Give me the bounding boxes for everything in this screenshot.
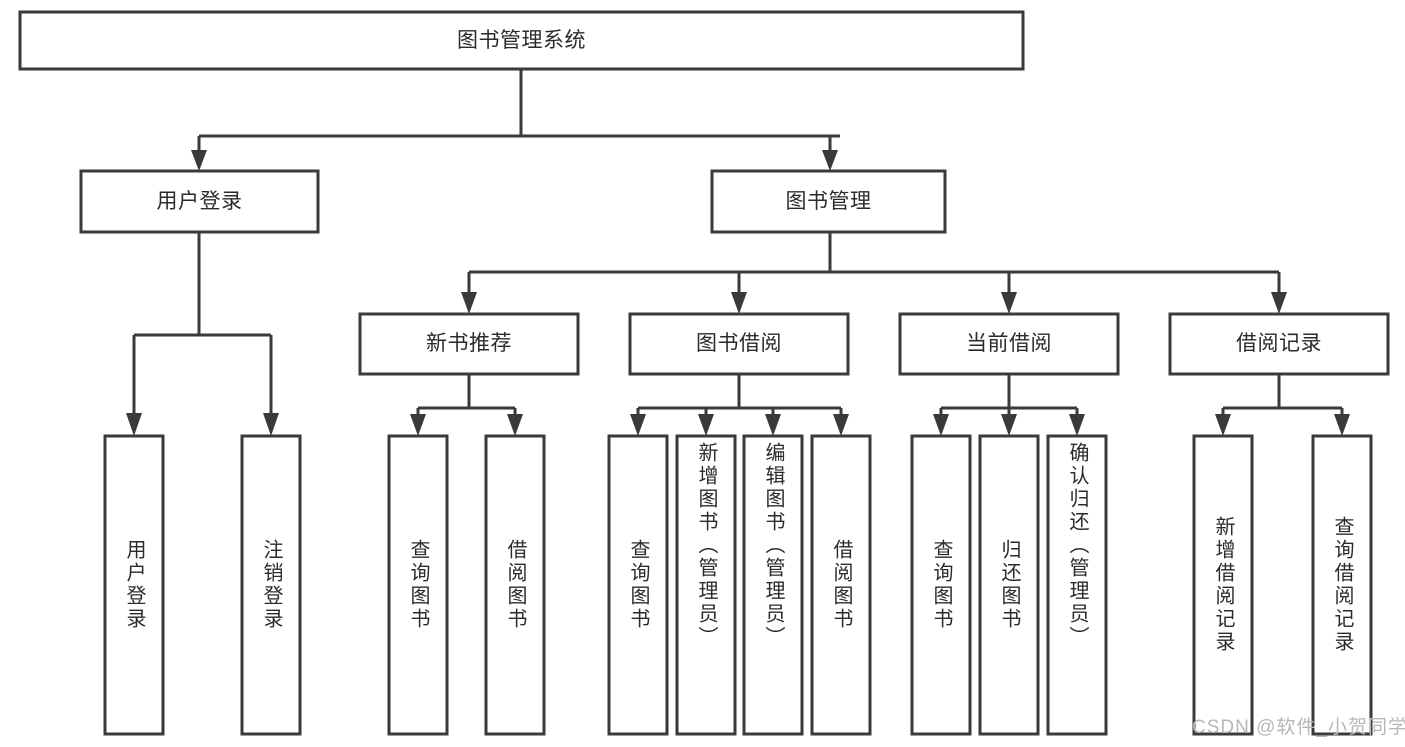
node-box-leaf-query-book-1[interactable] (387, 434, 449, 736)
node-box-book-management[interactable] (710, 169, 947, 234)
connector-root-trunk (197, 69, 840, 152)
arrow-to-borrow-record (1271, 292, 1287, 314)
node-box-new-book-recommend[interactable] (358, 312, 580, 376)
arrow-to-leaf-query-book-1 (410, 414, 426, 436)
connector-current-borrow-branch (939, 374, 1079, 416)
node-box-leaf-borrow-book-2[interactable] (810, 434, 872, 736)
node-box-leaf-query-book-2[interactable] (607, 434, 669, 736)
node-box-leaf-borrow-book-1[interactable] (484, 434, 546, 736)
connector-borrow-record-branch (1221, 374, 1344, 416)
arrow-to-new-book-recommend (461, 292, 477, 314)
arrow-to-leaf-user-login (126, 413, 142, 436)
node-box-leaf-user-login[interactable] (103, 434, 165, 736)
arrow-to-leaf-add-record (1215, 414, 1231, 436)
arrow-to-current-borrow (1001, 292, 1017, 314)
node-box-current-borrow[interactable] (898, 312, 1120, 376)
node-box-root[interactable] (18, 10, 1025, 71)
arrow-to-leaf-confirm-return (1069, 414, 1085, 436)
node-box-user-login[interactable] (79, 169, 320, 234)
arrow-to-leaf-query-record (1334, 414, 1350, 436)
arrow-to-leaf-logout (263, 413, 279, 436)
arrow-to-book-borrow (731, 292, 747, 314)
node-box-leaf-query-record[interactable] (1311, 434, 1373, 736)
arrow-to-leaf-edit-book (765, 414, 781, 436)
arrow-to-book-management (822, 150, 838, 171)
arrow-to-leaf-query-book-2 (630, 414, 646, 436)
connector-user-login-branch (132, 232, 273, 415)
node-box-leaf-add-book[interactable] (675, 434, 737, 736)
arrow-to-leaf-return-book (1001, 414, 1017, 436)
connector-book-management-branch (467, 232, 1281, 294)
node-box-borrow-record[interactable] (1168, 312, 1390, 376)
node-box-leaf-logout[interactable] (240, 434, 302, 736)
connector-book-borrow-branch (636, 374, 843, 416)
arrow-to-leaf-add-book (698, 414, 714, 436)
csdn-watermark: CSDN @软件_小贺同学 (1192, 717, 1405, 738)
arrow-to-user-login (191, 150, 207, 171)
node-box-leaf-query-book-3[interactable] (910, 434, 972, 736)
arrow-to-leaf-query-book-3 (933, 414, 949, 436)
node-box-leaf-return-book[interactable] (978, 434, 1040, 736)
connector-new-book-recommend-branch (416, 374, 517, 416)
node-box-leaf-confirm-return[interactable] (1046, 434, 1108, 736)
arrow-to-leaf-borrow-book-2 (833, 414, 849, 436)
arrow-to-leaf-borrow-book-1 (507, 414, 523, 436)
node-box-leaf-add-record[interactable] (1192, 434, 1254, 736)
node-box-book-borrow[interactable] (628, 312, 850, 376)
node-box-leaf-edit-book[interactable] (742, 434, 804, 736)
